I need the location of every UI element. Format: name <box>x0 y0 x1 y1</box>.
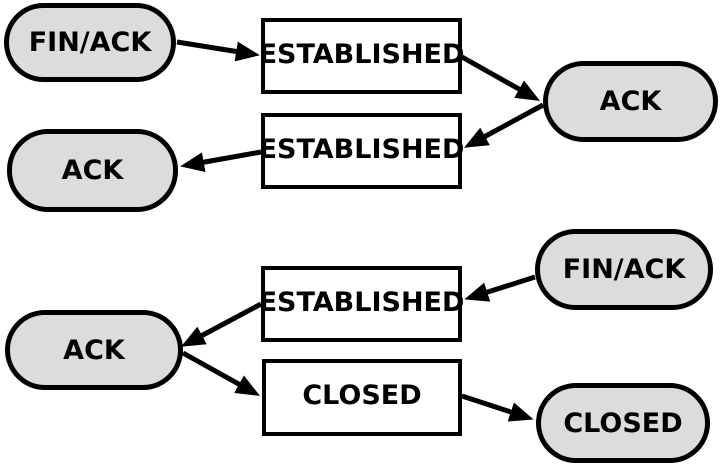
node-ack-left-bottom-label: ACK <box>63 334 125 366</box>
node-established-2: ESTABLISHED <box>258 113 465 189</box>
node-ack-left-top-label: ACK <box>61 155 124 186</box>
node-ack-left-bottom: ACK <box>5 310 183 390</box>
arrow-ack-right-to-established-2 <box>463 102 545 148</box>
node-established-3-label: ESTABLISHED <box>258 286 465 318</box>
node-ack-left-top: ACK <box>7 129 178 212</box>
arrow-established-1-to-ack-right <box>460 54 540 101</box>
node-closed-rect: CLOSED <box>262 359 462 436</box>
node-finack-top: FIN/ACK <box>4 3 176 82</box>
arrow-finack-top-to-established-1 <box>176 39 260 62</box>
node-closed-rect-label: CLOSED <box>302 380 422 411</box>
node-finack-bottom: FIN/ACK <box>535 229 713 310</box>
node-closed-pill-label: CLOSED <box>563 407 683 439</box>
arrow-closed-rect-to-closed-pill <box>461 393 534 422</box>
arrow-established-3-to-ack-left-bottom <box>180 301 263 347</box>
arrow-established-2-to-ack-left-top <box>180 149 262 173</box>
arrow-ack-left-bottom-to-closed-rect <box>181 350 260 396</box>
node-ack-right: ACK <box>543 61 718 142</box>
node-established-3: ESTABLISHED <box>258 266 465 342</box>
node-closed-pill: CLOSED <box>536 383 710 463</box>
node-ack-right-label: ACK <box>599 86 662 117</box>
node-established-1: ESTABLISHED <box>258 18 465 94</box>
node-established-2-label: ESTABLISHED <box>258 133 465 165</box>
arrow-finack-bottom-to-established-3 <box>464 274 536 302</box>
node-finack-top-label: FIN/ACK <box>28 27 152 58</box>
node-established-1-label: ESTABLISHED <box>258 38 465 70</box>
node-finack-bottom-label: FIN/ACK <box>562 254 686 285</box>
